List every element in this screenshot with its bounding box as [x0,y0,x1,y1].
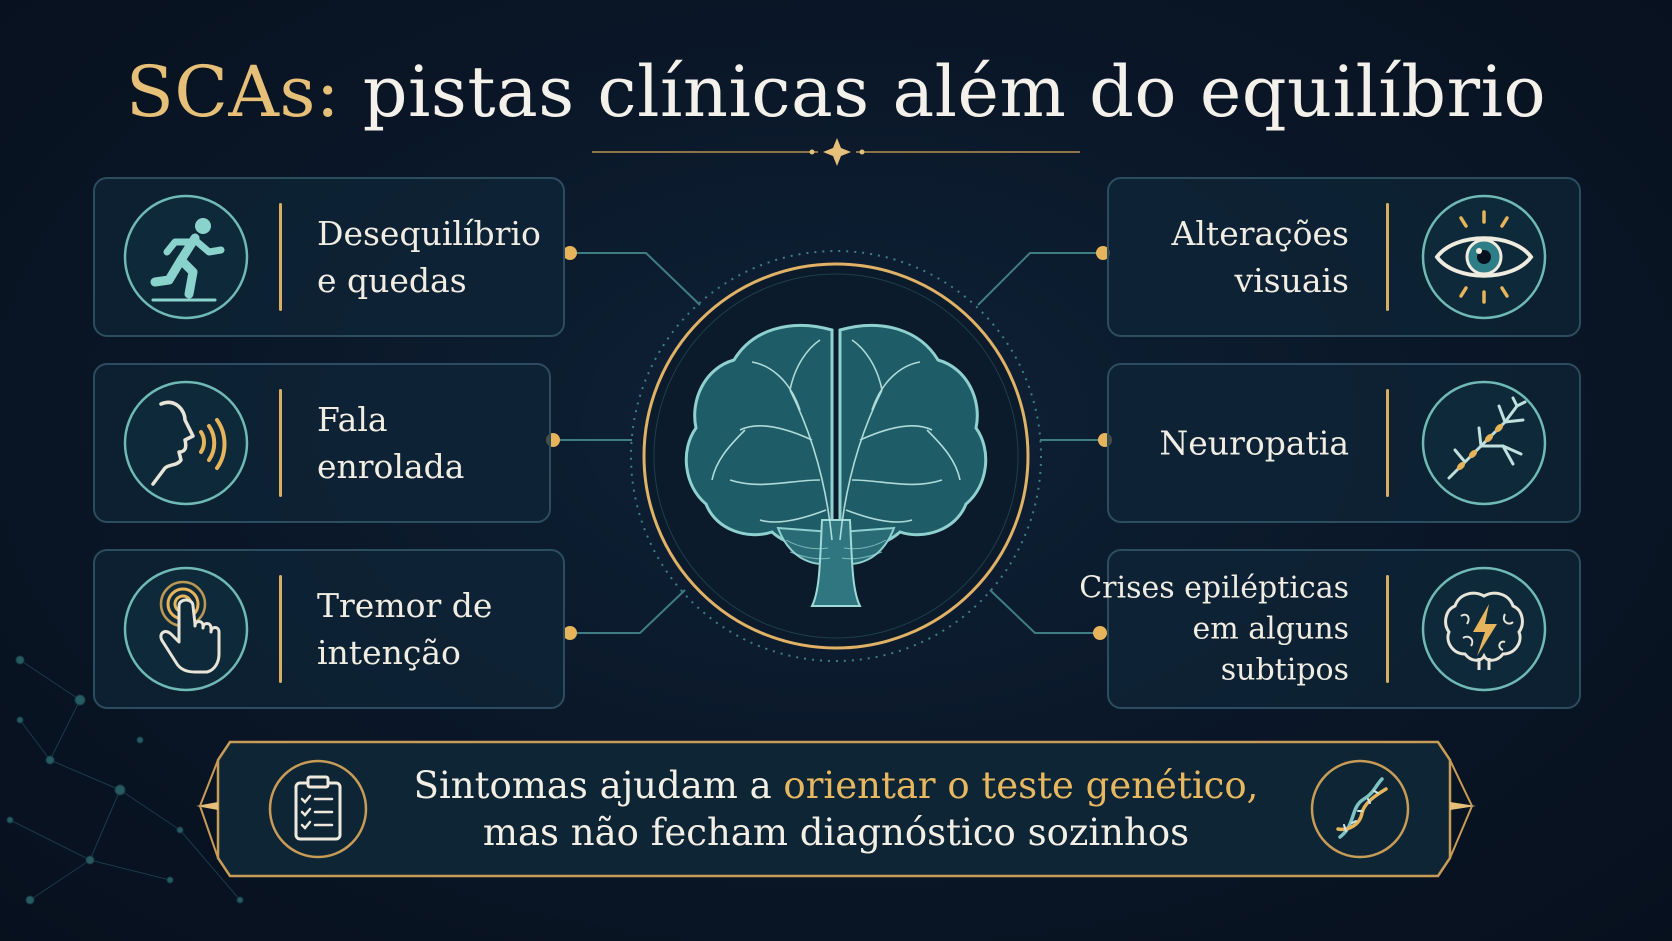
symptom-card-imbalance: Desequilíbrio e quedas [93,177,565,337]
brain-icon [684,323,988,607]
nerve-icon [1421,380,1547,506]
page-title: SCAs: pistas clínicas além do equilíbrio [0,44,1672,140]
symptom-label: Fala enrolada [317,400,465,486]
card-separator [1386,575,1389,683]
clipboard-checklist-icon [268,759,368,859]
connectors [553,252,1105,634]
speaking-head-icon [123,380,249,506]
symptom-card-neuropathy: Neuropatia [1107,363,1581,523]
banner-line-1: Sintomas ajudam a orientar o teste genét… [413,764,1259,807]
symptom-card-tremor: Tremor de intenção [93,549,565,709]
title-divider [592,138,1080,166]
network-decoration [6,655,244,905]
banner-line-2: mas não fecham diagnóstico sozinhos [482,811,1190,854]
title-text: pistas clínicas além do equilíbrio [362,51,1547,133]
dna-icon [1310,759,1410,859]
card-separator [1386,389,1389,497]
banner-message: Sintomas ajudam a orientar o teste genét… [380,762,1292,856]
symptom-label: Alterações visuais [1171,214,1349,300]
symptom-card-seizures: Crises epilépticas em alguns subtipos [1079,549,1581,709]
card-separator [279,575,282,683]
eye-icon [1421,194,1547,320]
symptom-label: Crises epilépticas em alguns subtipos [1079,570,1349,688]
banner-frame [196,740,1476,878]
title-highlight: SCAs: [125,51,340,133]
card-separator [279,389,282,497]
brain-lightning-icon [1421,566,1547,692]
banner-highlight: orientar o teste genético, [783,764,1259,807]
symptom-label: Neuropatia [1159,423,1349,463]
symptom-card-speech: Fala enrolada [93,363,551,523]
card-separator [1386,203,1389,311]
card-separator [279,203,282,311]
running-person-icon [123,194,249,320]
symptom-card-visual: Alterações visuais [1107,177,1581,337]
symptom-label: Tremor de intenção [317,586,493,672]
symptom-label: Desequilíbrio e quedas [317,214,541,300]
finger-tremor-icon [123,566,249,692]
